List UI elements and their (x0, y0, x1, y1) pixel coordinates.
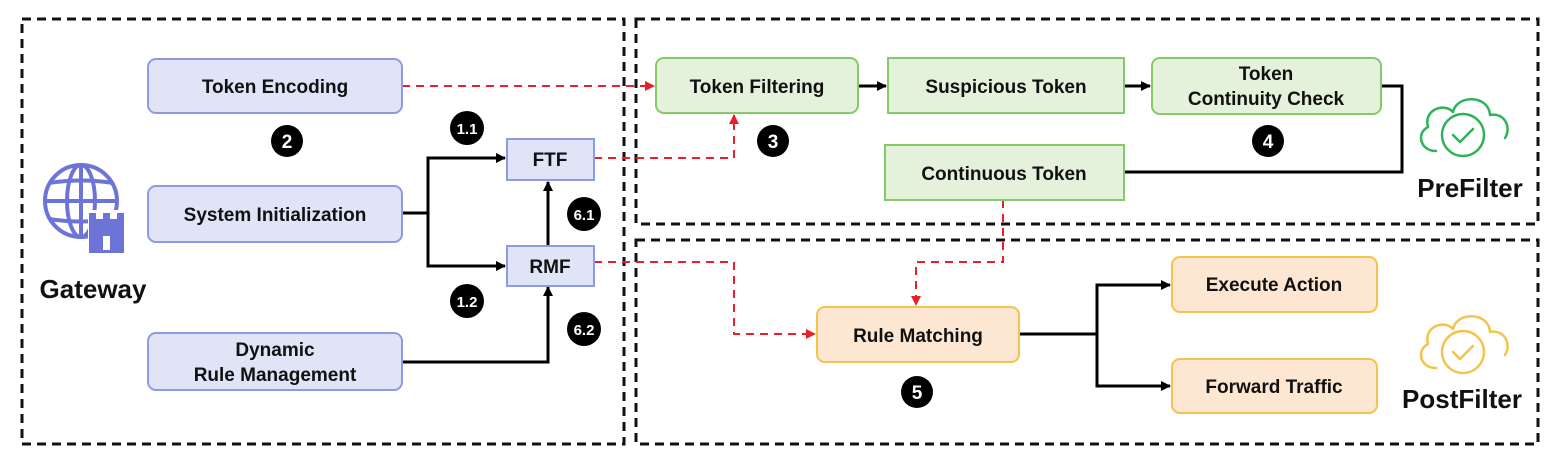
node-rmf: RMF (506, 245, 595, 287)
node-token-filtering: Token Filtering (655, 57, 859, 114)
postfilter-section (634, 238, 1540, 446)
node-forward-traffic-label: Forward Traffic (1205, 377, 1343, 398)
badge-1-2: 1.2 (450, 284, 484, 318)
svg-text:5: 5 (912, 383, 923, 404)
node-execute-action: Execute Action (1171, 256, 1378, 313)
edge-init-to-ftf (426, 153, 506, 213)
prefilter-cloud-check-icon (1419, 98, 1509, 158)
node-rule-matching: Rule Matching (816, 306, 1020, 363)
postfilter-cloud-check-icon (1419, 315, 1509, 375)
badge-6-1: 6.1 (567, 197, 601, 231)
node-continuous-token: Continuous Token (884, 144, 1125, 201)
gateway-label: Gateway (40, 274, 147, 304)
svg-text:1.1: 1.1 (457, 121, 478, 138)
edge-dynamic-to-rmf (402, 286, 553, 364)
prefilter-section (634, 17, 1540, 226)
node-token-filtering-label: Token Filtering (690, 77, 825, 98)
edge-rmf-to-rulematch (594, 261, 816, 339)
svg-text:4: 4 (1263, 132, 1274, 153)
svg-text:3: 3 (768, 132, 779, 153)
node-dynamic-rule-line1: Dynamic (235, 340, 315, 361)
edge-continuous-to-rulematch (911, 200, 1004, 306)
svg-text:6.2: 6.2 (574, 322, 595, 339)
edge-init-to-rmf (426, 213, 506, 271)
edge-continuity-to-continuous (1124, 84, 1404, 174)
node-dynamic-rule-line2: Rule Management (194, 365, 357, 386)
node-execute-action-label: Execute Action (1206, 275, 1343, 296)
node-continuity-line2: Continuity Check (1188, 89, 1345, 110)
node-token-encoding-label: Token Encoding (202, 77, 348, 98)
node-system-init: System Initialization (147, 185, 403, 243)
node-suspicious-token-label: Suspicious Token (925, 77, 1086, 98)
badge-2: 2 (271, 125, 303, 157)
node-continuity-line1: Token (1239, 64, 1294, 85)
node-forward-traffic: Forward Traffic (1171, 358, 1378, 414)
gateway-section (20, 17, 626, 446)
svg-text:1.2: 1.2 (457, 294, 478, 311)
badge-3: 3 (757, 125, 789, 157)
node-system-init-label: System Initialization (184, 205, 367, 226)
edge-rulematch-to-forward (1095, 334, 1171, 391)
badge-5: 5 (901, 376, 933, 408)
node-rule-matching-label: Rule Matching (853, 326, 983, 347)
node-ftf-label: FTF (533, 150, 568, 171)
prefilter-label: PreFilter (1417, 173, 1523, 203)
node-dynamic-rule: Dynamic Rule Management (147, 332, 403, 391)
svg-text:6.1: 6.1 (574, 207, 595, 224)
edge-rulematch-to-execute (1095, 280, 1171, 334)
badge-4: 4 (1252, 125, 1284, 157)
connectors (402, 81, 1404, 391)
postfilter-label: PostFilter (1402, 384, 1522, 414)
node-suspicious-token: Suspicious Token (887, 57, 1125, 114)
svg-text:2: 2 (282, 132, 293, 153)
edge-ftf-to-filtering (594, 114, 739, 159)
node-continuous-token-label: Continuous Token (921, 164, 1086, 185)
node-ftf: FTF (506, 138, 595, 181)
node-rmf-label: RMF (529, 257, 570, 278)
badge-6-2: 6.2 (567, 312, 601, 346)
node-token-encoding: Token Encoding (147, 58, 403, 114)
node-continuity-check: Token Continuity Check (1151, 57, 1382, 115)
globe-castle-icon (43, 163, 126, 256)
badge-1-1: 1.1 (450, 111, 484, 145)
